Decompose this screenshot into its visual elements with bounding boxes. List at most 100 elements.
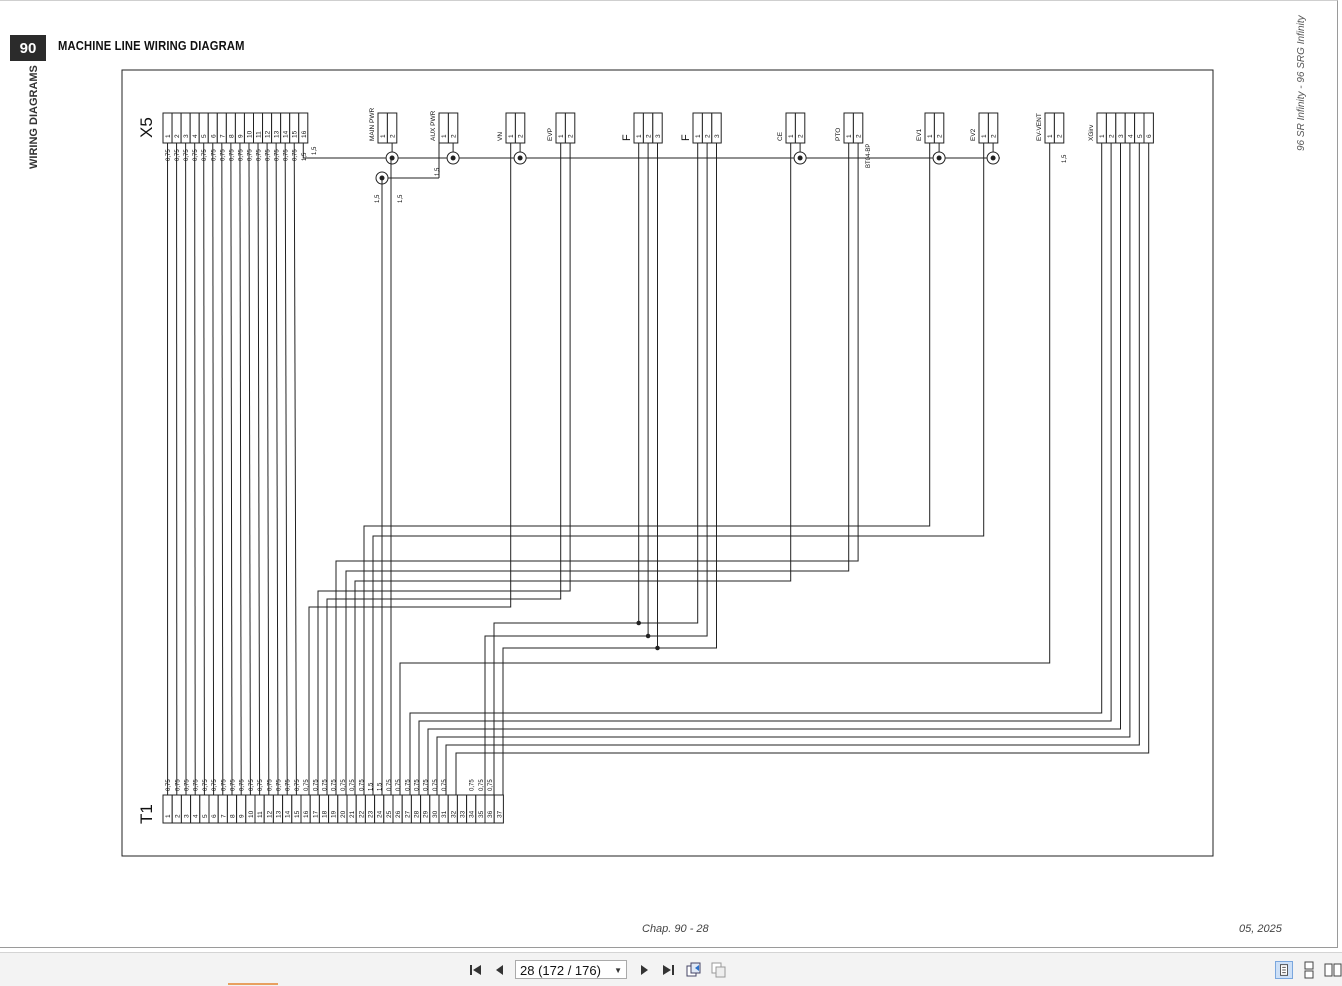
t1-pin-number: 20 (340, 810, 347, 818)
single-page-view-icon[interactable] (1275, 961, 1293, 979)
main-size-label: 1,5 (375, 194, 381, 203)
x5-wire-size-label: 0,75 (220, 149, 226, 161)
t1-wire-size-label: 0,75 (405, 779, 411, 791)
x5-pin-number: 4 (192, 134, 199, 138)
x5-wire-size-label: 0,75 (284, 149, 290, 161)
x5-pin-number: 6 (210, 134, 217, 138)
xgirv-wire (410, 143, 1102, 795)
t1-wire-size-label: 0,75 (332, 779, 338, 791)
x5-pin-number: 1 (165, 134, 172, 138)
f-routed-wire (485, 143, 707, 795)
f1-pin-number: 1 (636, 134, 643, 138)
t1-wire-size-label: 1,5 (378, 782, 384, 791)
vn-label: VN (497, 132, 504, 141)
xgirv-pin-number: 5 (1137, 134, 1144, 138)
t1-pin-number: 34 (469, 810, 476, 818)
xgirv-wire (456, 143, 1149, 795)
f1-label: F (621, 134, 633, 141)
facing-view-icon[interactable] (1324, 961, 1342, 979)
viewer-toolbar: 28 (172 / 176)▼ (0, 952, 1342, 986)
main-pwr-pin-number: 1 (380, 134, 387, 138)
x5-pin-number: 16 (301, 130, 308, 138)
x5-wire-size-label: 0,75 (229, 149, 235, 161)
x5-t1-wire (204, 143, 205, 795)
power-bus-wire (303, 143, 1000, 158)
x5-wire-size-label: 0,75 (175, 149, 181, 161)
x5-pin-number: 9 (237, 134, 244, 138)
xgirv-wire (437, 143, 1130, 795)
x5-pin-number: 5 (201, 134, 208, 138)
ev-vent-pin-number: 2 (1057, 134, 1064, 138)
t1-wire-size-label: 0,75 (323, 779, 329, 791)
pto-pin-number: 1 (846, 134, 853, 138)
x5-wire-size-label: 0,75 (238, 149, 244, 161)
t1-pin-number: 26 (395, 810, 402, 818)
x5-t1-wire (222, 143, 223, 795)
t1-wire-size-label: 0,75 (470, 779, 476, 791)
pto-pin-number: 2 (856, 134, 863, 138)
connection-dot (937, 156, 941, 160)
go-forward-view-icon[interactable] (711, 962, 727, 978)
x5-pin-number: 3 (183, 134, 190, 138)
xgirv-wire (428, 143, 1121, 795)
x5-t1-wire (249, 143, 250, 795)
x5-t1-wire (285, 143, 287, 795)
t1-pin-number: 17 (312, 810, 319, 818)
xgirv-wire (419, 143, 1111, 795)
x5-t1-wire (195, 143, 196, 795)
x5-wire-size-label: 0,75 (257, 149, 263, 161)
f1-pin-number: 3 (655, 134, 662, 138)
evp-pin-number: 2 (568, 134, 575, 138)
go-back-view-icon[interactable] (686, 962, 702, 978)
t1-pin-number: 23 (368, 810, 375, 818)
x5-pin-number: 12 (265, 130, 272, 138)
document-page: 90 MACHINE LINE WIRING DIAGRAM WIRING DI… (0, 0, 1338, 948)
vn-pin-number: 1 (508, 134, 515, 138)
evp-label: EVP (547, 128, 554, 141)
x5-wire-size-label: 0,75 (275, 149, 281, 161)
t1-wire-size-label: 0,75 (295, 779, 301, 791)
page-number-value: 28 (172 / 176) (520, 963, 601, 978)
t1-wire-size-label: 0,75 (424, 779, 430, 791)
x5-pin-number: 8 (228, 134, 235, 138)
x5-pin-number: 7 (219, 134, 226, 138)
t1-pin-number: 36 (487, 810, 494, 818)
prev-page-icon[interactable] (492, 962, 508, 978)
f-routed-wire (503, 143, 717, 795)
x5-pin-number: 11 (256, 131, 263, 138)
ev-vent-size-label: 1,5 (1062, 154, 1068, 163)
t1-pin-number: 33 (460, 810, 467, 818)
last-page-icon[interactable] (660, 962, 676, 978)
xgirv-pin-number: 1 (1099, 134, 1106, 138)
next-page-icon[interactable] (636, 962, 652, 978)
continuous-view-icon[interactable] (1300, 961, 1318, 979)
t1-wire-size-label: 0,75 (231, 779, 237, 791)
pto-label: PTO (835, 128, 842, 141)
ce-pin-number: 2 (798, 134, 805, 138)
t1-pin-number: 9 (239, 814, 246, 818)
connection-dot (518, 156, 522, 160)
f1-pin-number: 2 (646, 134, 653, 138)
t1-connector-label: T1 (137, 804, 156, 824)
routed-wire (318, 143, 570, 795)
t1-wire-size-label: 0,75 (415, 779, 421, 791)
t1-wire-size-label: 0,75 (240, 779, 246, 791)
first-page-icon[interactable] (468, 962, 484, 978)
vn-pin-number: 2 (518, 134, 525, 138)
t1-pin-number: 32 (450, 810, 457, 818)
main-pwr-pin-number: 2 (390, 134, 397, 138)
t1-pin-number: 7 (220, 814, 227, 818)
evp-pin-number: 1 (558, 134, 565, 138)
t1-wire-size-label: 0,75 (304, 779, 310, 791)
connection-dot (991, 156, 995, 160)
main-pwr-label: MAIN PWR (369, 107, 376, 141)
xgirv-label: XGirv (1088, 124, 1095, 141)
x5-pin-number: 15 (292, 130, 299, 138)
f2-label: F (680, 134, 692, 141)
t1-pin-number: 25 (386, 810, 393, 818)
t1-pin-number: 12 (266, 810, 273, 818)
ce-pin-number: 1 (788, 134, 795, 138)
page-number-dropdown[interactable]: 28 (172 / 176)▼ (515, 960, 627, 979)
t1-pin-number: 11 (257, 811, 264, 818)
